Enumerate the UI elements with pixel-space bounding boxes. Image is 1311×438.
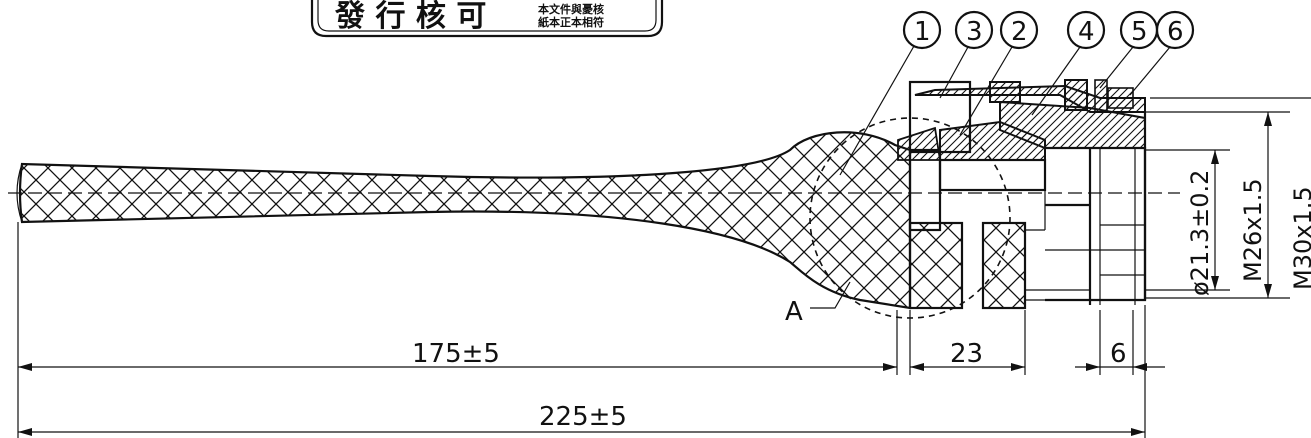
balloon-4: 4 bbox=[1078, 17, 1095, 47]
dimension-texts: 175±5 23 6 225±5 ø21.3±0.2 M26x1.5 M30x1… bbox=[412, 170, 1311, 432]
dim-6: 6 bbox=[1110, 339, 1127, 369]
balloon-5: 5 bbox=[1131, 17, 1148, 47]
dim-225: 225±5 bbox=[539, 402, 627, 432]
detail-a-label: A bbox=[785, 297, 803, 327]
balloon-1: 1 bbox=[914, 17, 931, 47]
dimension-lines bbox=[17, 97, 1311, 438]
dim-diameter: ø21.3±0.2 bbox=[1186, 170, 1214, 296]
dim-175: 175±5 bbox=[412, 339, 500, 369]
dim-m26: M26x1.5 bbox=[1239, 178, 1267, 282]
stamp-main-text: 發 行 核 可 bbox=[334, 0, 486, 34]
balloon-2: 2 bbox=[1011, 17, 1028, 47]
part-balloons: 1 3 2 4 5 6 bbox=[839, 10, 1195, 176]
approval-stamp: 發 行 核 可 本文件與憂核 紙本正本相符 bbox=[310, 0, 664, 38]
gland-body bbox=[897, 79, 1147, 310]
balloon-6: 6 bbox=[1167, 17, 1184, 47]
dim-23: 23 bbox=[950, 339, 983, 369]
detail-a-leader bbox=[810, 281, 851, 309]
balloon-3: 3 bbox=[966, 17, 983, 47]
stamp-note-line2: 紙本正本相符 bbox=[538, 15, 604, 29]
stamp-note-line1: 本文件與憂核 bbox=[538, 2, 604, 16]
dim-m30: M30x1.5 bbox=[1289, 186, 1311, 290]
cable-sleeve bbox=[16, 131, 912, 310]
